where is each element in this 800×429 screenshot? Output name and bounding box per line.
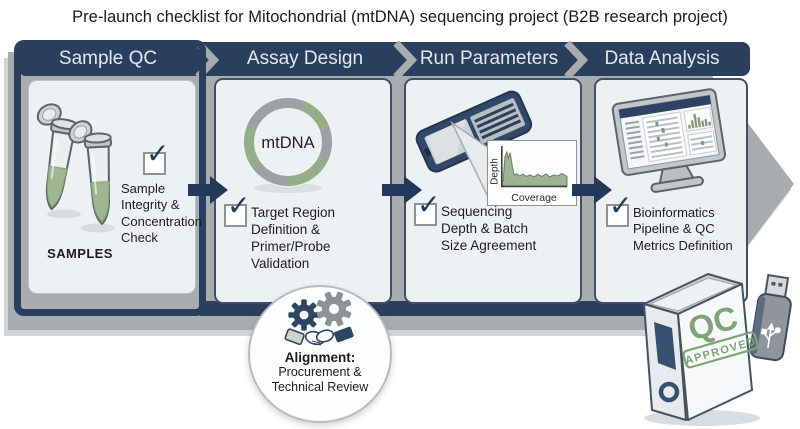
stage-connector-arrow-icon <box>572 176 612 204</box>
usb-drive-icon <box>749 273 792 362</box>
checkbox-target-region: ✓ <box>224 192 250 227</box>
stage-header-bar <box>18 42 750 76</box>
alignment-heading: Alignment: <box>284 350 356 365</box>
inset-y-axis-label: Depth <box>489 158 501 185</box>
checkmark-icon: ✓ <box>417 188 441 221</box>
checklist-sample-integrity: Sample Integrity & Concentration Check <box>121 181 202 245</box>
samples-caption: SAMPLES <box>47 246 113 261</box>
alignment-callout: Alignment: Procurement & Technical Revie… <box>248 285 392 423</box>
checkmark-icon: ✓ <box>609 189 633 222</box>
mtdna-label: mtDNA <box>261 134 315 152</box>
stage-header-assay-design: Assay Design <box>246 48 364 69</box>
checkbox-sample-integrity: ✓ <box>143 140 169 175</box>
stage-header-run-parameters: Run Parameters <box>419 48 559 69</box>
checklist-sequencing-depth: Sequencing Depth & Batch Size Agreement <box>441 204 537 253</box>
stage-header-data-analysis: Data Analysis <box>604 48 720 69</box>
checkmark-icon: ✓ <box>227 189 251 222</box>
checkbox-bioinformatics: ✓ <box>606 192 632 227</box>
chevron-separator-icon <box>393 41 417 79</box>
checklist-bioinformatics: Bioinformatics Pipeline & QC Metrics Def… <box>633 205 733 253</box>
sample-tubes-icon <box>32 96 117 233</box>
coverage-depth-area-chart <box>501 146 568 188</box>
checkbox-sequencing-depth: ✓ <box>414 191 440 226</box>
gears-handshake-icon <box>284 291 358 346</box>
stage-connector-arrow-icon <box>382 176 422 204</box>
qc-approved-binder: QC APPROVED <box>643 273 792 426</box>
alignment-detail: Procurement & Technical Review <box>271 365 369 394</box>
stage-connector-arrow-icon <box>188 176 228 204</box>
mtdna-plasmid-icon <box>243 97 333 193</box>
diagram-title: Pre-launch checklist for Mitochondrial (… <box>72 8 728 26</box>
checkmark-icon: ✓ <box>146 137 170 170</box>
sample-qc-frame <box>14 40 206 316</box>
monitor-dashboard-icon <box>611 88 727 193</box>
chevron-separator-icon <box>564 41 588 79</box>
stage-header-sample-qc: Sample QC <box>58 48 158 69</box>
checklist-target-region: Target Region Definition & Primer/Probe … <box>251 205 336 271</box>
depth-coverage-inset-chart: Depth Coverage <box>487 140 577 206</box>
inset-x-axis-label: Coverage <box>511 192 557 204</box>
